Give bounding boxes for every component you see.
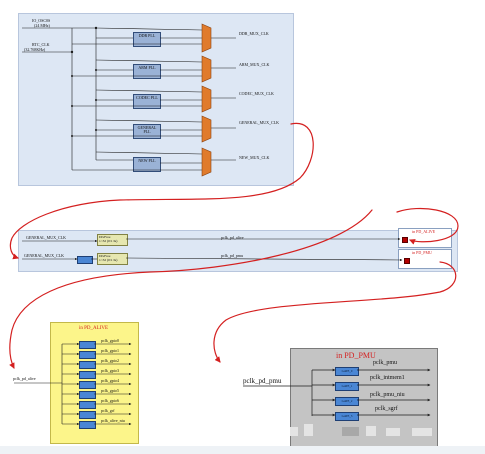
alive-output-pclk-grf: pclk_grf: [101, 408, 115, 413]
pll-arm: ARM PLL: [133, 64, 161, 79]
alive-output-pclk-gpio3: pclk_gpio3: [101, 368, 119, 373]
alive-output-pclk-gpio1: pclk_gpio1: [101, 348, 119, 353]
bottom-strip: [0, 446, 485, 454]
pll-codec-label: CODEC PLL: [136, 95, 158, 100]
alive-title: in PD_ALIVE: [79, 326, 109, 331]
divider-1-name: DivFree: [99, 235, 111, 239]
divider-1: DivFree 1~32 (0/1 lk): [97, 234, 128, 246]
pll-new-label: NEW PLL: [138, 158, 156, 163]
target-alive-label: in PD_ALIVE: [412, 229, 436, 234]
pmu-output-pclk-pmu: pclk_pmu: [373, 360, 397, 366]
pmu-output-pclk-sgrf: pclk_sgrf: [375, 406, 398, 412]
watermark-tile: [290, 427, 298, 436]
output-codec-mux-clk: CODEC_MUX_CLK: [239, 91, 274, 96]
net-pclk-pd-alive: pclk_pd_alive: [221, 235, 244, 240]
pmu-gate-1: GATE_1: [335, 382, 359, 391]
watermark-tile: [366, 426, 376, 436]
pmu-gate-0-label: GATE_0: [341, 369, 353, 373]
alive-gate: [79, 371, 96, 379]
pll-general: GENERAL PLL: [133, 124, 161, 139]
alive-output-pclk-alive-niu: pclk_alive_niu: [101, 418, 125, 423]
band-gate-box: [77, 256, 93, 264]
alive-output-pclk-gpio6: pclk_gpio6: [101, 398, 119, 403]
pmu-input-label: pclk_pd_pmu: [243, 377, 282, 385]
net-pclk-pd-pmu: pclk_pd_pmu: [221, 253, 243, 258]
alive-gate: [79, 341, 96, 349]
band-input-1: GENERAL_MUX_CLK: [26, 235, 66, 240]
pmu-gate-1-label: GATE_1: [341, 384, 353, 388]
alive-gate: [79, 401, 96, 409]
watermark-tile: [412, 428, 432, 436]
alive-gate: [79, 381, 96, 389]
alive-gate: [79, 411, 96, 419]
output-ddr-mux-clk: DDR_MUX_CLK: [239, 31, 269, 36]
osc-frequency: (24 MHz): [34, 23, 50, 28]
pmu-output-pclk-intmem1: pclk_intmem1: [370, 375, 405, 381]
band-input-2: GENERAL_MUX_CLK: [24, 253, 64, 258]
osc-label: IO_OSC0S: [32, 18, 51, 23]
target-pmu-box: [398, 249, 452, 269]
alive-input-label: pclk_pd_alive: [13, 376, 36, 381]
rtc-label: RTC_CLK: [32, 42, 50, 47]
divider-2-range: 1~32 (0/1 lk): [99, 258, 118, 262]
target-pmu-marker: [404, 258, 410, 264]
pmu-gate-3-label: GATE_3: [341, 414, 353, 418]
pmu-gate-0: GATE_0: [335, 367, 359, 376]
watermark-tile: [386, 428, 400, 436]
alive-output-pclk-gpio4: pclk_gpio4: [101, 378, 119, 383]
watermark-tile: [304, 424, 313, 436]
divider-2: DivFree 1~32 (0/1 lk): [97, 253, 128, 265]
pmu-gate-2: GATE_2: [335, 397, 359, 406]
alive-gate: [79, 421, 96, 429]
alive-gate: [79, 361, 96, 369]
pll-ddr-label: DDR PLL: [138, 33, 156, 38]
alive-gate: [79, 351, 96, 359]
output-arm-mux-clk: ARM_MUX_CLK: [239, 62, 270, 67]
alive-gate: [79, 391, 96, 399]
pll-ddr: DDR PLL: [133, 32, 161, 47]
target-alive-marker: [402, 237, 408, 243]
divider-2-name: DivFree: [99, 254, 111, 258]
rtc-frequency: (32.768KHz): [24, 47, 46, 52]
output-new-mux-clk: NEW_MUX_CLK: [239, 155, 270, 160]
pll-codec: CODEC PLL: [133, 94, 161, 109]
target-pmu-label: in PD_PMU: [412, 250, 432, 255]
alive-output-pclk-gpio0: pclk_gpio0: [101, 338, 119, 343]
alive-output-pclk-gpio2: pclk_gpio2: [101, 358, 119, 363]
divider-1-range: 1~32 (0/1 lk): [99, 239, 118, 243]
pmu-output-pclk-pmu-niu: pclk_pmu_niu: [370, 392, 405, 398]
pll-arm-label: ARM PLL: [138, 65, 156, 70]
watermark-tile: [342, 427, 359, 436]
divider-band-panel: [18, 230, 458, 272]
alive-output-pclk-gpio5: pclk_gpio5: [101, 388, 119, 393]
pmu-gate-3: GATE_3: [335, 412, 359, 421]
pmu-title: in PD_PMU: [336, 351, 376, 360]
pll-new: NEW PLL: [133, 157, 161, 172]
pll-general-label: GENERAL PLL: [137, 125, 157, 134]
pmu-gate-2-label: GATE_2: [341, 399, 353, 403]
output-general-mux-clk: GENERAL_MUX_CLK: [239, 120, 279, 125]
